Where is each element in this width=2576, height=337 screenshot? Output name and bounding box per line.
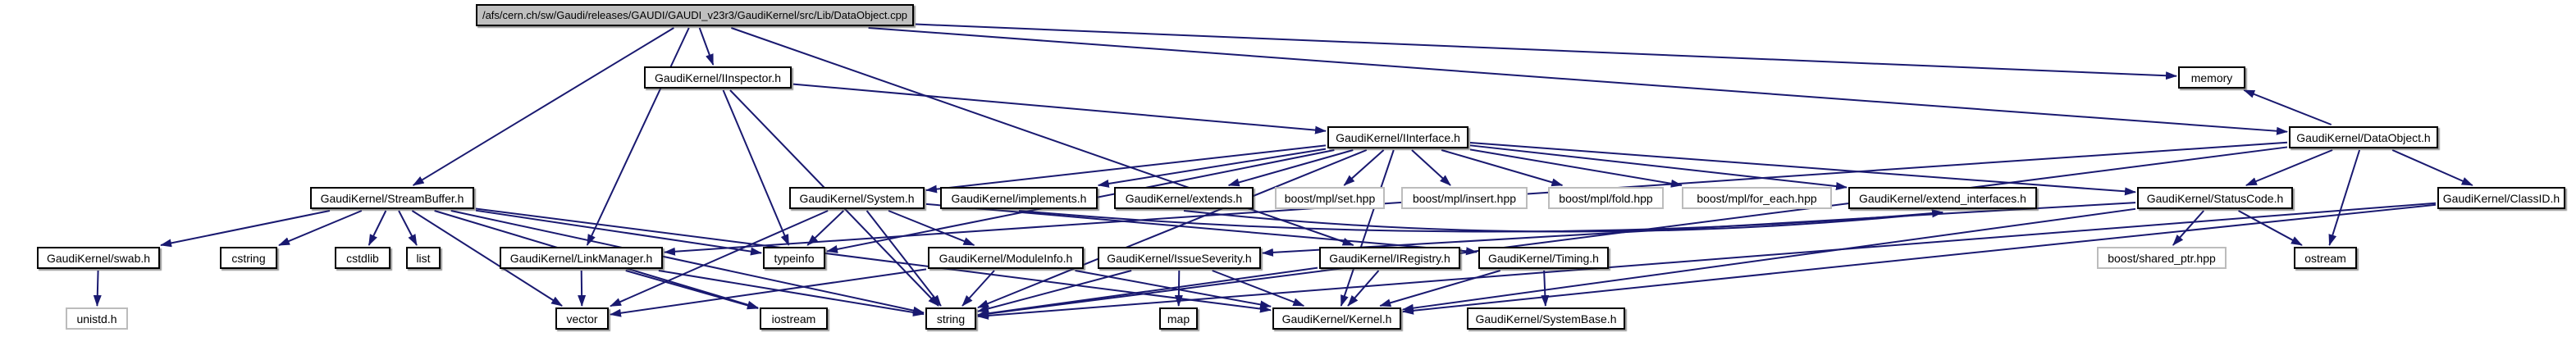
node-iinspector[interactable]: GaudiKernel/IInspector.h bbox=[644, 66, 792, 89]
include-edge-linkmanager-to-string bbox=[658, 270, 925, 317]
node-implements[interactable]: GaudiKernel/implements.h bbox=[940, 187, 1098, 209]
include-edge-main-to-memory bbox=[915, 23, 2177, 80]
include-edge-dataobject_h-to-memory bbox=[2243, 89, 2332, 125]
node-extends[interactable]: GaudiKernel/extends.h bbox=[1114, 187, 1254, 209]
include-edge-main-to-linkmanager bbox=[586, 27, 690, 246]
include-edge-main-to-dataobject_h bbox=[868, 27, 2288, 135]
node-moduleinfo[interactable]: GaudiKernel/ModuleInfo.h bbox=[928, 247, 1084, 269]
include-edge-issueseverity-to-string bbox=[977, 270, 1132, 313]
node-swab[interactable]: GaudiKernel/swab.h bbox=[37, 247, 160, 269]
node-list: list bbox=[406, 247, 441, 269]
include-edge-main-to-iinspector bbox=[698, 27, 715, 66]
node-ostream: ostream bbox=[2294, 247, 2357, 269]
include-edge-iinterface-to-extend_interfaces bbox=[1469, 144, 1848, 190]
include-edge-classid-to-string bbox=[977, 202, 2437, 320]
include-edge-classid-to-kernel bbox=[1402, 203, 2437, 315]
include-edge-system-to-timing bbox=[925, 203, 1478, 256]
node-systembase[interactable]: GaudiKernel/SystemBase.h bbox=[1467, 307, 1625, 330]
node-iregistry[interactable]: GaudiKernel/IRegistry.h bbox=[1319, 247, 1460, 269]
node-extend_interfaces[interactable]: GaudiKernel/extend_interfaces.h bbox=[1848, 187, 2037, 209]
include-edge-timing-to-kernel bbox=[1379, 270, 1501, 307]
node-issueseverity[interactable]: GaudiKernel/IssueSeverity.h bbox=[1098, 247, 1261, 269]
include-edge-dataobject_h-to-ostream bbox=[2328, 149, 2361, 246]
include-edge-issueseverity-to-map bbox=[1174, 270, 1183, 307]
include-edge-iinspector-to-iinterface bbox=[792, 83, 1327, 134]
include-edge-statuscode-to-kernel bbox=[1402, 207, 2136, 312]
node-memory: memory bbox=[2178, 66, 2245, 89]
include-edge-iinterface-to-mpl_set bbox=[1343, 149, 1385, 186]
include-edge-swab-to-unistd bbox=[93, 270, 102, 307]
include-edge-iinterface-to-extends bbox=[1227, 149, 1354, 187]
include-edge-dataobject_h-to-classid bbox=[2391, 149, 2473, 186]
include-edge-iinterface-to-kernel bbox=[1340, 149, 1395, 307]
node-streambuffer[interactable]: GaudiKernel/StreamBuffer.h bbox=[310, 187, 474, 209]
include-edge-streambuffer-to-cstdlib bbox=[368, 210, 387, 246]
include-edge-iinspector-to-typeinfo bbox=[722, 89, 790, 246]
node-string: string bbox=[925, 307, 976, 330]
node-mpl_fold: boost/mpl/fold.hpp bbox=[1548, 187, 1664, 209]
node-kernel[interactable]: GaudiKernel/Kernel.h bbox=[1272, 307, 1401, 330]
node-vector: vector bbox=[555, 307, 609, 330]
include-edge-moduleinfo-to-string bbox=[961, 270, 995, 307]
include-edge-issueseverity-to-kernel bbox=[1212, 270, 1305, 307]
include-edge-system-to-typeinfo bbox=[806, 210, 844, 246]
edge-group bbox=[93, 23, 2473, 320]
include-edge-iinterface-to-mpl_fold bbox=[1441, 149, 1564, 187]
include-edge-streambuffer-to-vector bbox=[411, 210, 563, 307]
include-edge-iinterface-to-mpl_foreach bbox=[1469, 148, 1683, 188]
node-system[interactable]: GaudiKernel/System.h bbox=[789, 187, 925, 209]
node-dataobject_h[interactable]: GaudiKernel/DataObject.h bbox=[2289, 126, 2438, 148]
node-mpl_set: boost/mpl/set.hpp bbox=[1275, 187, 1385, 209]
include-edge-iregistry-to-string bbox=[977, 266, 1318, 318]
node-iinterface[interactable]: GaudiKernel/IInterface.h bbox=[1327, 126, 1468, 148]
node-linkmanager[interactable]: GaudiKernel/LinkManager.h bbox=[500, 247, 663, 269]
include-edge-streambuffer-to-swab bbox=[160, 210, 331, 248]
node-statuscode[interactable]: GaudiKernel/StatusCode.h bbox=[2137, 187, 2293, 209]
include-edge-main-to-streambuffer bbox=[412, 27, 674, 186]
include-edge-system-to-moduleinfo bbox=[888, 210, 975, 246]
include-edge-streambuffer-to-cstring bbox=[278, 210, 363, 246]
node-typeinfo: typeinfo bbox=[763, 247, 825, 269]
include-edge-iinterface-to-implements bbox=[1097, 148, 1327, 188]
include-edge-iinterface-to-system bbox=[925, 144, 1327, 194]
include-edge-streambuffer-to-string bbox=[450, 210, 925, 315]
include-edge-system-to-string bbox=[866, 210, 942, 307]
node-map: map bbox=[1159, 307, 1198, 330]
node-cstdlib: cstdlib bbox=[335, 247, 391, 269]
node-unistd: unistd.h bbox=[66, 307, 128, 330]
include-edge-streambuffer-to-typeinfo bbox=[475, 209, 762, 256]
include-edge-streambuffer-to-list bbox=[398, 210, 418, 246]
include-edge-extends-to-extend_interfaces bbox=[1183, 209, 1943, 233]
node-iostream: iostream bbox=[760, 307, 828, 330]
include-edge-statuscode-to-ostream bbox=[2238, 210, 2303, 246]
include-edge-statuscode-to-issueseverity bbox=[1262, 202, 2136, 257]
include-edge-system-to-vector bbox=[610, 210, 829, 307]
include-edge-timing-to-systembase bbox=[1541, 270, 1550, 307]
node-cstring: cstring bbox=[220, 247, 277, 269]
node-classid[interactable]: GaudiKernel/ClassID.h bbox=[2437, 187, 2565, 209]
include-edge-moduleinfo-to-vector bbox=[610, 268, 927, 317]
node-mpl_foreach: boost/mpl/for_each.hpp bbox=[1682, 187, 1832, 209]
node-timing[interactable]: GaudiKernel/Timing.h bbox=[1478, 247, 1609, 269]
node-main: /afs/cern.ch/sw/Gaudi/releases/GAUDI/GAU… bbox=[476, 4, 914, 26]
include-edge-iregistry-to-kernel bbox=[1347, 270, 1380, 307]
include-edge-iinterface-to-statuscode bbox=[1469, 142, 2136, 196]
node-shared_ptr: boost/shared_ptr.hpp bbox=[2097, 247, 2227, 269]
include-edge-statuscode-to-shared_ptr bbox=[2172, 210, 2204, 246]
include-edge-linkmanager-to-iostream bbox=[625, 270, 759, 310]
node-mpl_insert: boost/mpl/insert.hpp bbox=[1401, 187, 1528, 209]
include-edge-dataobject_h-to-statuscode bbox=[2245, 149, 2333, 186]
include-edge-iinterface-to-mpl_insert bbox=[1411, 149, 1451, 186]
